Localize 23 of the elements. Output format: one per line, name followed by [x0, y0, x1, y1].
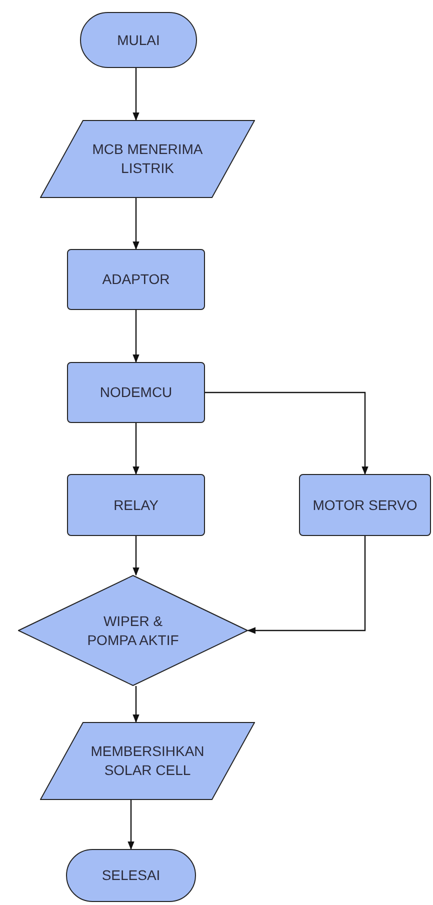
arrow [205, 392, 368, 475]
process-box [67, 474, 205, 536]
arrow [132, 536, 140, 576]
node-text: NODEMCU [100, 383, 172, 402]
node-text: RELAY [114, 496, 158, 514]
arrow [132, 686, 140, 723]
node-text: MCB MENERIMA LISTRIK [92, 140, 203, 178]
node-text: MEMBERSIHKAN SOLAR CELL [90, 742, 204, 780]
terminal-pill [66, 849, 196, 902]
node-text: SELESAI [102, 866, 160, 885]
node-text: WIPER & POMPA AKTIF [86, 612, 180, 650]
arrow [132, 310, 140, 363]
arrow [132, 423, 140, 475]
process-box [67, 362, 205, 423]
node-text: ADAPTOR [102, 270, 170, 289]
node-text: MULAI [117, 30, 160, 50]
process-box [299, 474, 431, 536]
arrow [132, 198, 140, 250]
process-box [67, 249, 205, 310]
arrow [247, 536, 366, 634]
arrow [132, 68, 140, 121]
node-text: MOTOR SERVO [312, 496, 418, 514]
arrow [128, 800, 134, 850]
